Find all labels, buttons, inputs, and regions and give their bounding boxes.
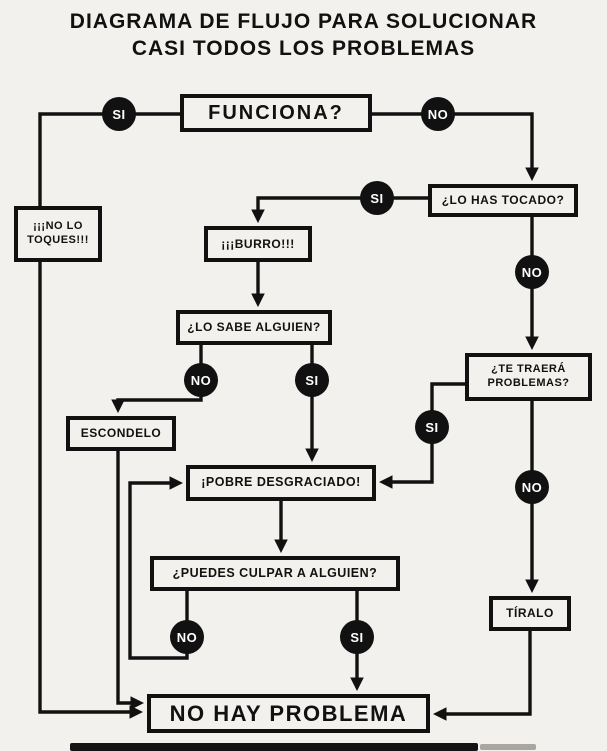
label-no-problemas: NO <box>515 470 549 504</box>
label-no-funciona: NO <box>421 97 455 131</box>
node-puedes-culpar-a-alguien: ¿PUEDES CULPAR A ALGUIEN? <box>150 556 400 591</box>
node-lo-sabe-alguien: ¿LO SABE ALGUIEN? <box>176 310 332 345</box>
label-no-culpar: NO <box>170 620 204 654</box>
node-pobre-desgraciado: ¡POBRE DESGRACIADO! <box>186 465 376 501</box>
node-no-lo-toques: ¡¡¡NO LO TOQUES!!! <box>14 206 102 262</box>
node-no-hay-problema: NO HAY PROBLEMA <box>147 694 430 733</box>
node-escondelo: ESCONDELO <box>66 416 176 451</box>
node-burro: ¡¡¡BURRO!!! <box>204 226 312 262</box>
label-si-funciona: SI <box>102 97 136 131</box>
node-tiralo: TÍRALO <box>489 596 571 631</box>
label-si-culpar: SI <box>340 620 374 654</box>
page-title: DIAGRAMA DE FLUJO PARA SOLUCIONAR CASI T… <box>69 10 538 61</box>
label-si-problemas: SI <box>415 410 449 444</box>
label-no-sabe: NO <box>184 363 218 397</box>
scan-artifact-light <box>480 744 536 750</box>
label-si-sabe: SI <box>295 363 329 397</box>
label-no-tocado: NO <box>515 255 549 289</box>
node-te-traera-problemas: ¿TE TRAERÁ PROBLEMAS? <box>465 353 592 401</box>
label-si-tocado: SI <box>360 181 394 215</box>
node-lo-has-tocado: ¿LO HAS TOCADO? <box>428 184 578 217</box>
node-funciona: FUNCIONA? <box>180 94 372 132</box>
scan-artifact-dark <box>70 743 478 751</box>
